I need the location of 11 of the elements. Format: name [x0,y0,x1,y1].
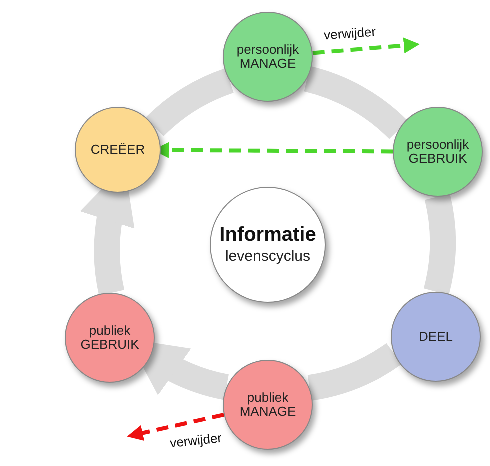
center-title: Informatie [220,223,316,248]
center-subtitle: levenscyclus [225,248,311,267]
stage-label: DEEL [418,330,454,344]
edge-label: verwijder [322,25,378,42]
stage-label: persoonlijk MANAGE [236,42,300,72]
stage-label: publiek GEBRUIK [80,324,140,352]
dashed-arrow [127,412,225,442]
stage-label: CREËER [90,142,146,158]
stage-label: persoonlijk GEBRUIK [406,138,470,166]
dashed-arrow [312,38,420,56]
stage-label: publiek MANAGE [238,390,298,420]
